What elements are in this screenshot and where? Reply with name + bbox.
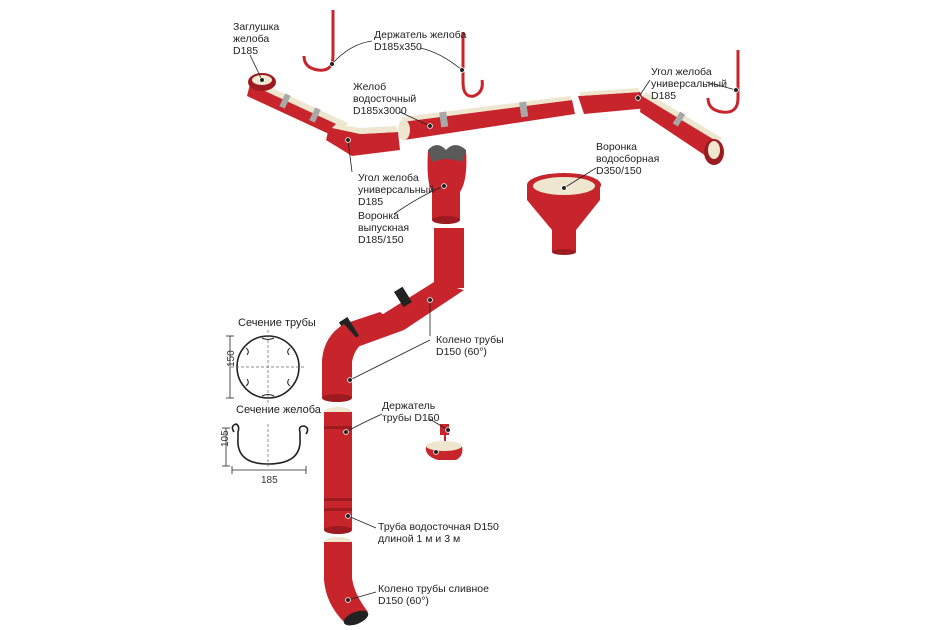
gutter-section-height: 105 [220,430,231,447]
gutter-holder-right [706,50,740,114]
label-pipe-holder: Держатель трубы D150 [382,400,440,424]
label-end-cap: Заглушка желоба D185 [233,21,282,57]
label-gutter-holder: Держатель желоба D185x350 [374,29,469,53]
pipe-section-dimension: 150 [226,350,237,367]
label-corner-left: Угол желоба универсальный D185 [358,172,437,208]
gutter-cross-section: Сечение желоба 105 185 [220,404,322,486]
label-gutter: Желоб водосточный D185x3000 [353,81,419,117]
downpipe-elbow-assembly [322,228,464,402]
label-collector-funnel: Воронка водосборная D350/150 [596,141,662,177]
drain-elbow [324,537,369,626]
left-corner [326,124,400,156]
label-elbow: Колено трубы D150 (60°) [436,334,507,358]
label-corner-right: Угол желоба универсальный D185 [651,66,730,102]
pipe-holder [425,424,463,460]
central-gutter [398,96,575,140]
right-gutter-run [640,92,724,165]
left-gutter-run [247,80,348,140]
pipe-section-title: Сечение трубы [238,317,316,329]
gutter-assembly [247,10,740,165]
right-corner [578,88,648,114]
label-drain-elbow: Колено трубы сливное D150 (60°) [378,583,492,607]
label-outlet-funnel: Воронка выпускная D185/150 [358,210,412,246]
gutter-holder-center [461,32,484,98]
pipe-cross-section: Сечение трубы 150 [226,317,316,404]
label-pipe: Труба водосточная D150 длиной 1 м и 3 м [378,521,502,545]
gutter-section-width: 185 [261,475,278,486]
leader-lines [249,40,739,603]
outlet-funnel [427,145,467,224]
gutter-holder-left [302,10,335,72]
gutter-section-title: Сечение желоба [236,404,322,416]
